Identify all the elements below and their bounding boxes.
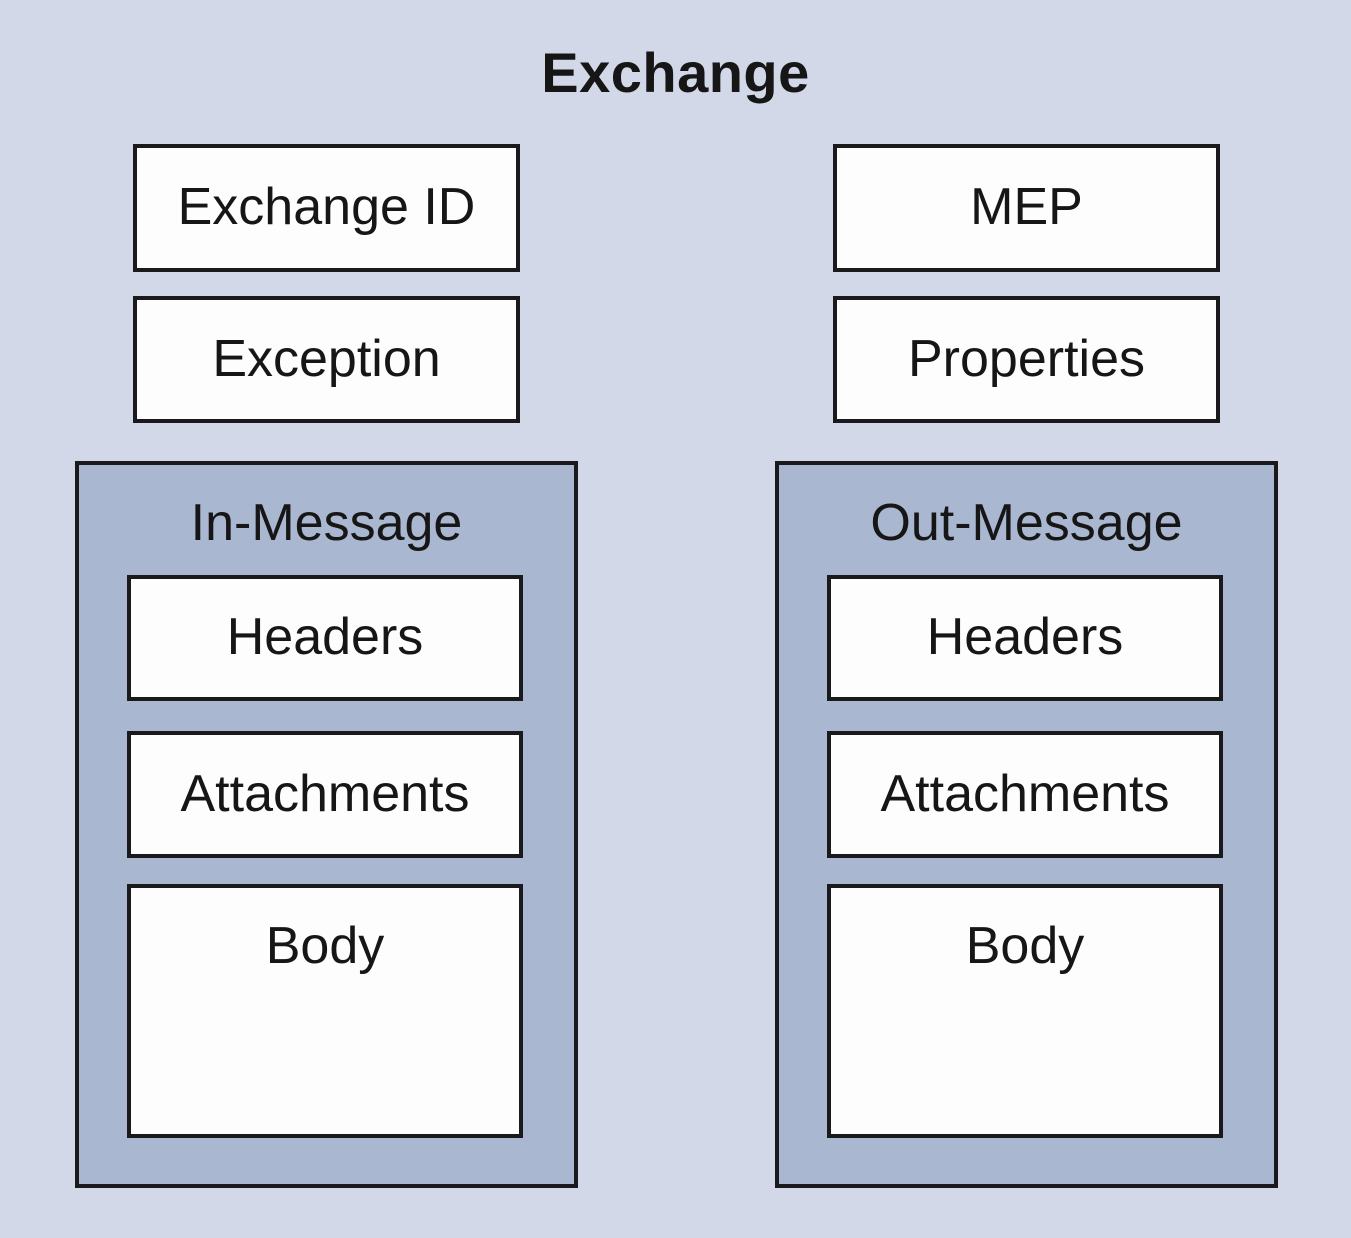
box-in-headers-label: Headers — [226, 608, 424, 667]
box-out-body: Body — [827, 884, 1223, 1138]
box-exchange-id-label: Exchange ID — [177, 178, 476, 237]
box-exception: Exception — [133, 296, 520, 423]
box-in-body: Body — [127, 884, 523, 1138]
diagram-title: Exchange — [541, 41, 810, 104]
box-properties: Properties — [833, 296, 1220, 423]
box-exchange-id: Exchange ID — [133, 144, 520, 272]
box-out-body-label: Body — [965, 917, 1085, 975]
box-out-attachments-label: Attachments — [880, 764, 1170, 823]
container-out-message: Out-Message Headers Attachments Body — [775, 461, 1278, 1188]
box-properties-label: Properties — [908, 329, 1145, 388]
box-mep: MEP — [833, 144, 1220, 272]
box-exception-label: Exception — [212, 329, 441, 388]
box-in-body-label: Body — [265, 917, 385, 975]
box-out-attachments: Attachments — [827, 731, 1223, 858]
box-in-attachments-label: Attachments — [180, 764, 470, 823]
in-message-label: In-Message — [190, 494, 463, 552]
box-mep-label: MEP — [970, 178, 1083, 237]
box-out-headers-label: Headers — [926, 608, 1124, 667]
box-in-headers: Headers — [127, 575, 523, 701]
box-in-attachments: Attachments — [127, 731, 523, 858]
container-in-message: In-Message Headers Attachments Body — [75, 461, 578, 1188]
box-out-headers: Headers — [827, 575, 1223, 701]
out-message-label: Out-Message — [870, 494, 1183, 552]
